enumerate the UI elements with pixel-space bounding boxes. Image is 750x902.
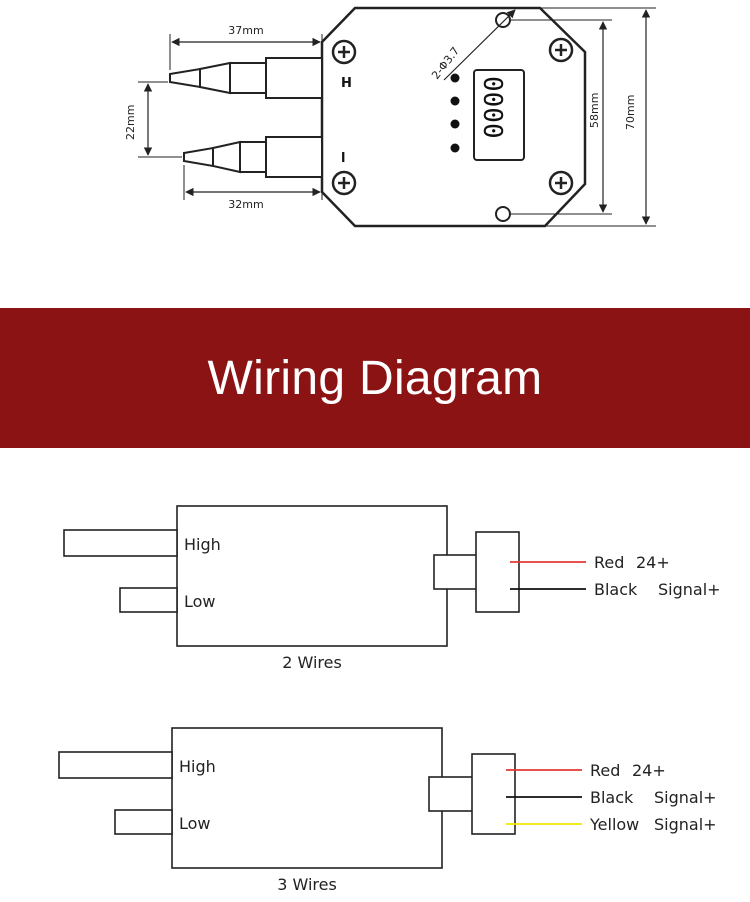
wire-color-label: Red — [590, 761, 620, 780]
high-port-tube — [63, 529, 178, 557]
screw-icon — [331, 170, 357, 196]
high-label: High — [179, 757, 216, 776]
wire-signal-label: Signal+ — [654, 788, 717, 807]
indicator-dot — [450, 96, 460, 106]
transmitter-body — [171, 727, 443, 869]
led-display — [473, 69, 525, 161]
screw-icon — [548, 37, 574, 63]
dim-port-spacing: 22mm — [124, 105, 137, 140]
low-port-tube — [114, 809, 173, 835]
wire-signal-label: Signal+ — [658, 580, 721, 599]
port-low-label: l — [341, 151, 345, 166]
wiring-diagram-2-wires: High Low Red 24+ Black Signal+ 2 Wires — [63, 505, 721, 672]
port-high-label: H — [341, 76, 352, 91]
indicator-dot — [450, 73, 460, 83]
connector-block — [471, 753, 516, 835]
low-label: Low — [179, 814, 211, 833]
wire-color-label: Black — [590, 788, 634, 807]
wire-signal-label: Signal+ — [654, 815, 717, 834]
low-pressure-fitting — [183, 136, 323, 178]
section-banner: Wiring Diagram — [0, 308, 750, 448]
screw-icon — [548, 170, 574, 196]
indicator-dot — [450, 143, 460, 153]
wire-signal-label: 24+ — [636, 553, 670, 572]
transmitter-housing — [320, 6, 587, 228]
connector-block — [475, 531, 520, 613]
indicator-dot — [450, 119, 460, 129]
wire-color-label: Black — [594, 580, 638, 599]
banner-title: Wiring Diagram — [207, 351, 543, 405]
wire-color-label: Yellow — [589, 815, 639, 834]
wire-signal-label: 24+ — [632, 761, 666, 780]
dim-width-top: 37mm — [228, 24, 263, 37]
caption-2-wires: 2 Wires — [282, 653, 342, 672]
high-port-tube — [58, 751, 173, 779]
high-pressure-fitting — [169, 57, 323, 99]
dim-width-bottom: 32mm — [228, 198, 263, 211]
low-port-tube — [119, 587, 178, 613]
led-digits: 0000 — [477, 76, 507, 139]
dim-total-height: 70mm — [624, 95, 637, 130]
caption-3-wires: 3 Wires — [277, 875, 337, 894]
transmitter-body — [176, 505, 448, 647]
dim-hole-spacing: 58mm — [588, 93, 601, 128]
low-label: Low — [184, 592, 216, 611]
high-label: High — [184, 535, 221, 554]
dimension-drawing: 2-Φ3.7 H l 0000 37mm 32mm 22mm 58mm — [124, 6, 656, 228]
screw-icon — [331, 39, 357, 65]
wire-color-label: Red — [594, 553, 624, 572]
